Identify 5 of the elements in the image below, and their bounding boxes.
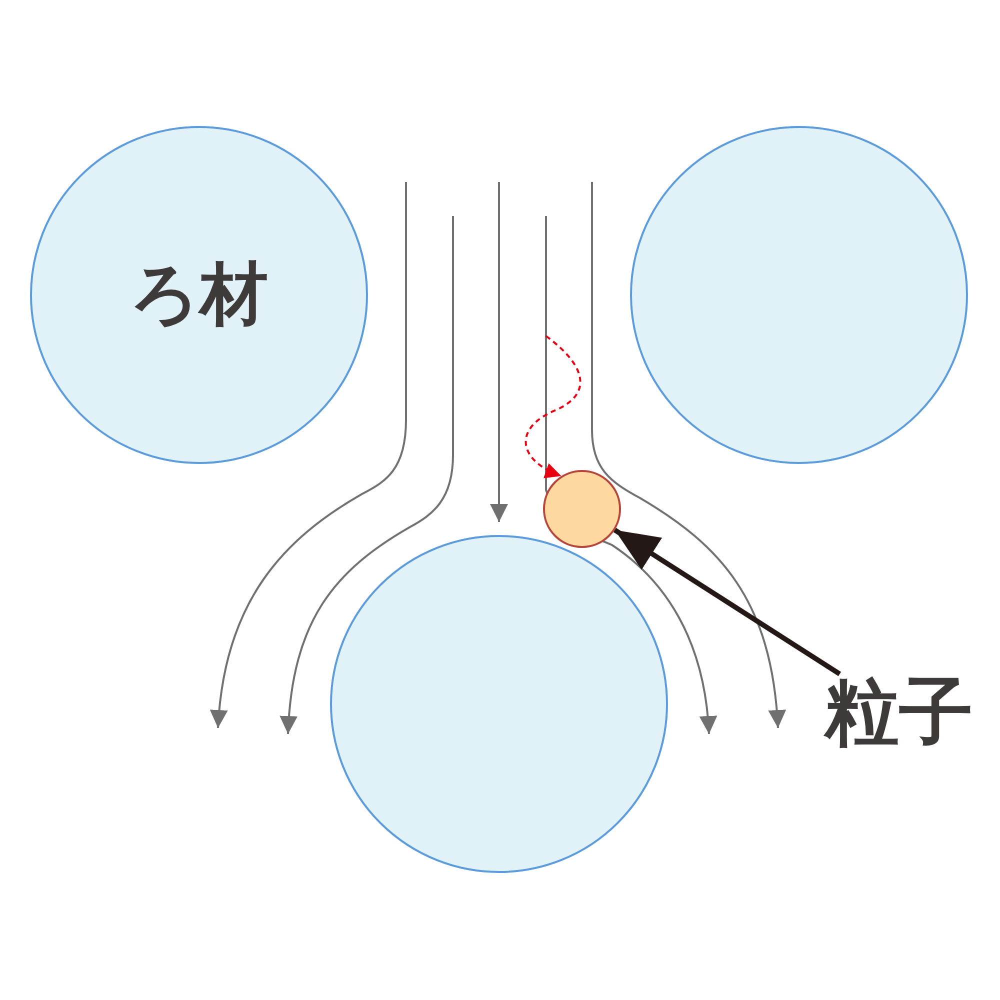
- circle-label: ろ材: [130, 261, 268, 329]
- trajectory-arrow: [524, 335, 582, 478]
- leader-arrow: [613, 528, 842, 676]
- particle-circle: [543, 470, 621, 548]
- callout-label: 粒子: [825, 675, 973, 749]
